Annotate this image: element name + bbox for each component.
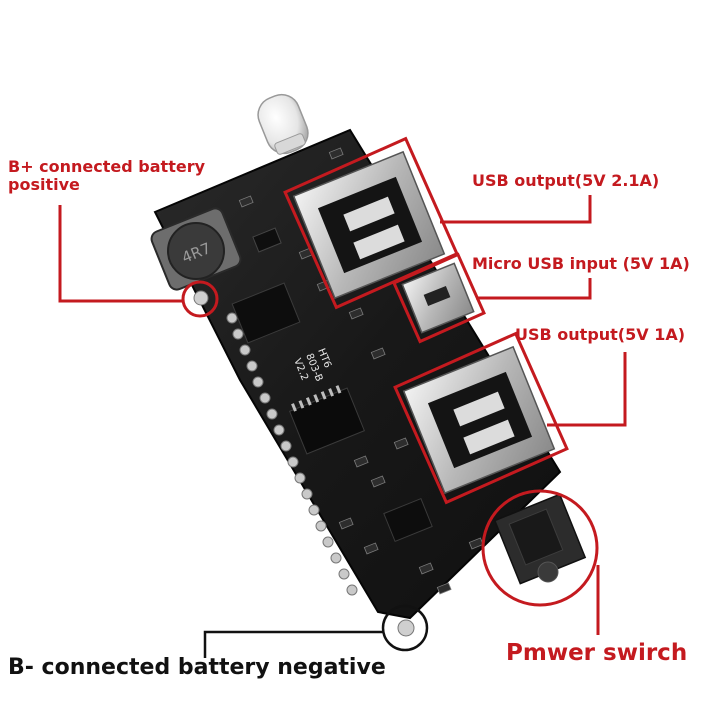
usb-port-low: [402, 345, 556, 495]
smd-components: [238, 147, 484, 595]
b-minus-label: B- connected battery negative: [8, 655, 386, 680]
usb-low-leader: [547, 352, 627, 427]
power-switch-circle: [481, 489, 599, 607]
b-plus-circle: [181, 280, 219, 318]
usb-low-box: [393, 331, 569, 505]
micro-usb-input-label: Micro USB input (5V 1A): [472, 254, 690, 273]
b-plus-leader: [58, 205, 183, 303]
b-plus-label-line1: B+ connected battery: [8, 157, 206, 176]
b-plus-pad: [193, 290, 209, 306]
led: [257, 93, 309, 155]
usb-output-low-label: USB output(5V 1A): [515, 325, 686, 344]
power-switch-label: Pmwer swirch: [506, 640, 688, 666]
usb-output-high-label: USB output(5V 2.1A): [472, 171, 660, 190]
edge-pads: [226, 312, 358, 596]
inductor: 4R7: [150, 207, 242, 291]
b-plus-label-line2: positive: [8, 175, 80, 195]
usb-port-high: [292, 150, 446, 300]
micro-usb-port: [401, 262, 475, 334]
micro-usb-leader: [476, 278, 592, 300]
b-plus-label: B+ connected battery positive: [8, 157, 206, 195]
power-switch: [493, 493, 587, 585]
usb-high-leader: [440, 195, 592, 224]
micro-usb-box: [392, 252, 486, 344]
annotation-markers: [58, 136, 627, 635]
b-minus-marker: [203, 604, 429, 658]
